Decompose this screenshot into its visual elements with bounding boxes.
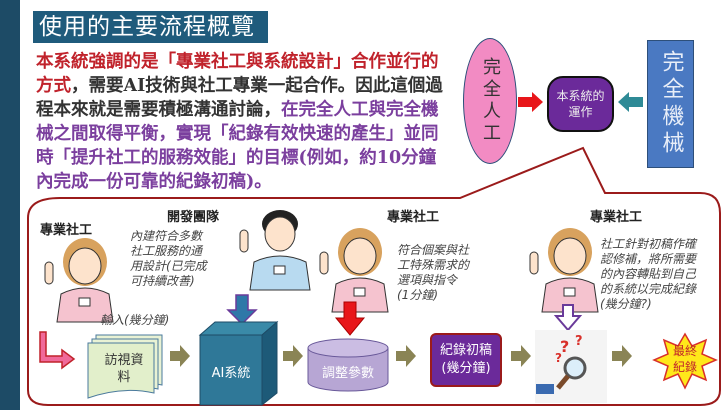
- note-line: (幾分鐘?): [600, 297, 652, 311]
- draft-box: 紀錄初稿 (幾分鐘): [430, 333, 502, 387]
- final-record-label: 最終紀錄: [672, 344, 697, 374]
- flow-arrow-icon: [283, 345, 303, 367]
- page-title: 使用的主要流程概覽: [33, 11, 268, 43]
- note-line: 的系統以完成紀錄: [600, 282, 697, 296]
- machine-box: 完全機械: [647, 40, 694, 168]
- role-dev-team: 開發團隊: [167, 210, 220, 225]
- svg-text:?: ?: [560, 337, 569, 356]
- note-line: 用設計(已完成: [130, 259, 207, 273]
- flow-arrow-icon: [396, 345, 416, 367]
- intro-paragraph: 本系統強調的是「專業社工與系統設計」合作並行的方式，需要AI技術與社工專業一起合…: [36, 50, 446, 194]
- social-worker-figure-1: [44, 237, 114, 323]
- flow-arrow-icon: [511, 345, 531, 367]
- intro-dark: ，需要AI技術與社工專業一起合作。因此這個過程本來就是需要積極溝通討論，: [36, 76, 443, 120]
- note-line: 認修補，將所需要: [600, 252, 697, 266]
- left-arrow-icon: [618, 92, 643, 112]
- social-worker-figure-3: [529, 227, 599, 313]
- system-label: 本系統的運作: [556, 89, 605, 119]
- visit-data-docs: [87, 334, 163, 399]
- review-note: 社工針對初稿作確認修補，將所需要的內容轉貼到自己的系統以完成紀錄(幾分鐘?): [600, 237, 696, 312]
- note-line: 符合個案與社: [397, 243, 470, 257]
- note-line: 工特殊需求的: [397, 258, 470, 272]
- right-arrow-icon: [518, 92, 543, 112]
- adjust-note: 符合個案與社工特殊需求的選項與指令(1分鐘): [397, 243, 469, 303]
- down-arrow-outline-icon: [553, 304, 583, 332]
- input-arrow-icon: [39, 331, 76, 370]
- flow-arrow-icon: [170, 345, 190, 367]
- sidebar-bar: [0, 0, 20, 410]
- draft-time: (幾分鐘): [441, 361, 491, 376]
- developer-figure: [239, 209, 311, 291]
- role-social-worker-2: 專業社工: [387, 210, 440, 225]
- params-cylinder: [307, 338, 389, 392]
- svg-text:?: ?: [575, 334, 583, 349]
- note-line: 社工針對初稿作確: [600, 237, 697, 251]
- manual-label: 完全人工: [480, 57, 501, 145]
- svg-text:?: ?: [555, 351, 562, 365]
- down-arrow-red-icon: [334, 301, 366, 336]
- note-line: 的內容轉貼到自己: [600, 267, 697, 281]
- ai-system-label: AI系統: [211, 366, 251, 381]
- down-arrow-blue-icon: [226, 294, 258, 326]
- intro-purple: 在完全人工與完全機械之間取得平衡，實現「紀錄有效快速的產生」並同時「提升社工的服…: [36, 100, 439, 192]
- note-line: 選項與指令: [397, 273, 458, 287]
- machine-label: 完全機械: [658, 50, 684, 158]
- note-line: 可持續改善): [130, 274, 195, 288]
- input-note: 輸入(幾分鐘): [100, 313, 170, 327]
- ai-system-cube: [198, 320, 279, 407]
- draft-label: 紀錄初稿: [439, 343, 492, 358]
- system-box: 本系統的運作: [547, 76, 614, 132]
- role-social-worker-1: 專業社工: [40, 223, 93, 238]
- dev-note: 內建符合多數社工服務的通用設計(已完成可持續改善): [130, 229, 207, 289]
- role-social-worker-3: 專業社工: [590, 210, 643, 225]
- note-line: (1分鐘): [397, 288, 438, 302]
- flow-arrow-icon: [612, 345, 632, 367]
- review-magnifier-image: ? ? ?: [535, 330, 607, 403]
- intro-red: 本系統強調的是「專業社工與系統設計」合作並行的方式: [36, 52, 439, 96]
- final-record-star: [652, 332, 718, 390]
- social-worker-figure-2: [319, 227, 389, 313]
- note-line: 內建符合多數: [130, 229, 203, 243]
- manual-ellipse: 完全人工: [463, 38, 517, 164]
- visit-data-label: 訪視資料: [104, 353, 144, 385]
- note-line: 社工服務的通: [130, 244, 203, 258]
- params-label: 調整參數: [321, 366, 374, 381]
